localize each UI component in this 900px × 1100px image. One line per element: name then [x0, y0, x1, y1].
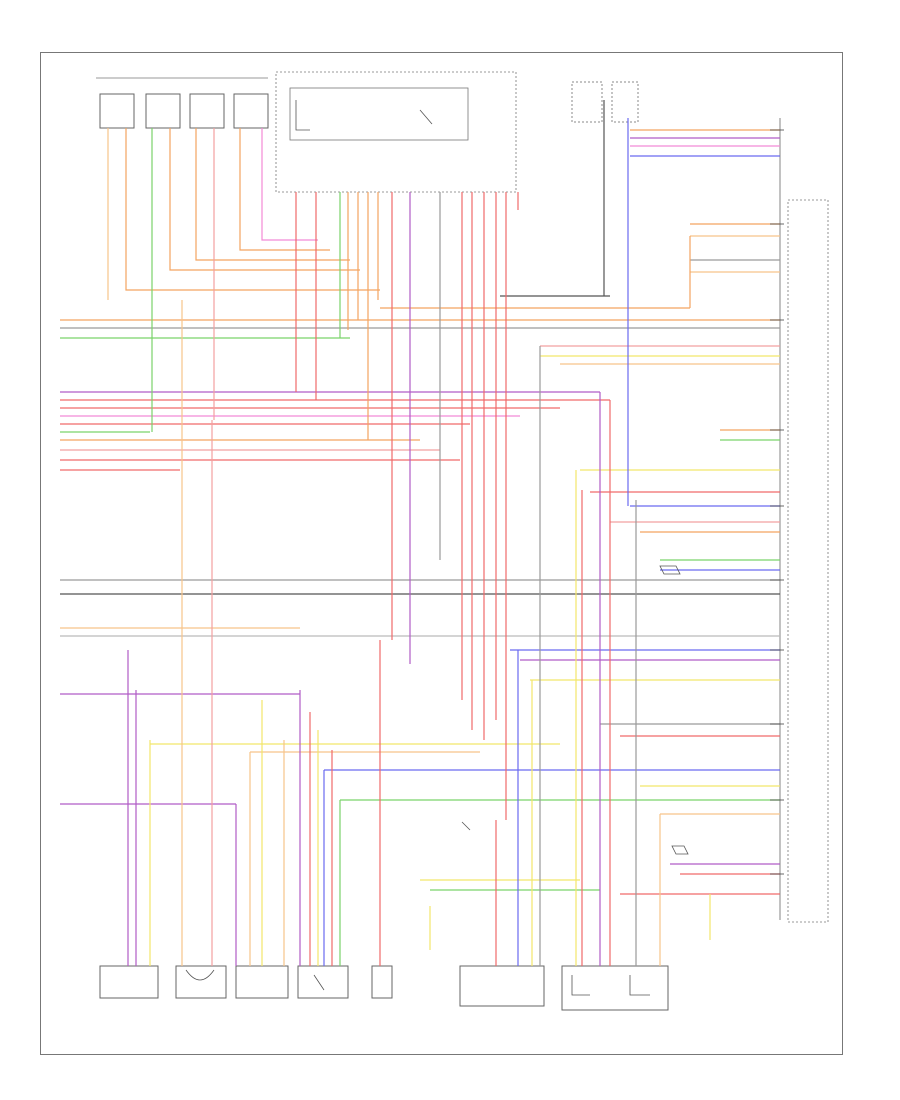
ecm-inner-box [289, 87, 469, 141]
relay-box [571, 81, 603, 123]
right-pin-ticks [770, 129, 784, 875]
wires-vertical [107, 100, 711, 966]
right-dashed-frame [787, 199, 829, 923]
diagram-frame [40, 52, 843, 1055]
ecm-box [275, 71, 517, 193]
injector-1 [99, 93, 135, 129]
sensor-3 [235, 965, 289, 999]
switch-1 [297, 965, 349, 999]
sensor-1 [99, 965, 159, 999]
switch-2 [371, 965, 393, 999]
module-1 [459, 965, 545, 1007]
injector-3 [189, 93, 225, 129]
injector-2 [145, 93, 181, 129]
sensor-2 [175, 965, 227, 999]
module-2 [561, 965, 669, 1011]
wires-horizontal [60, 129, 780, 895]
fuse-box [611, 81, 639, 123]
small-symbols [185, 100, 689, 996]
injector-4 [233, 93, 269, 129]
